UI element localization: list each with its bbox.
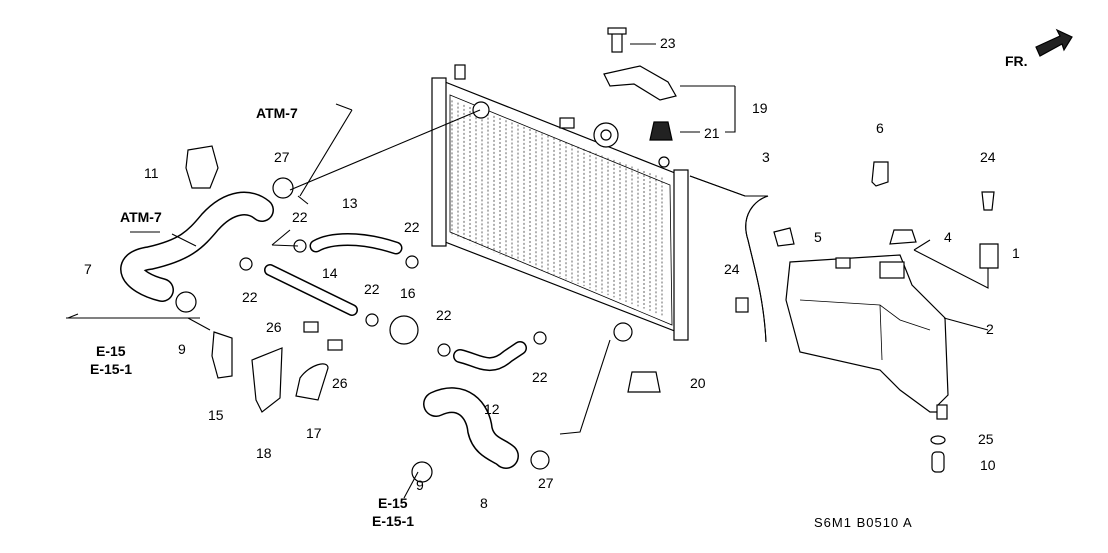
callout-23: 23 bbox=[660, 35, 676, 51]
ref-atm7-left: ATM-7 bbox=[120, 209, 162, 225]
callout-7: 7 bbox=[84, 261, 92, 277]
callout-18: 18 bbox=[256, 445, 272, 461]
ref-e15-bottom: E-15 bbox=[378, 495, 408, 511]
radiator bbox=[431, 64, 689, 342]
callout-14: 14 bbox=[322, 265, 338, 281]
callout-24-top: 24 bbox=[980, 149, 996, 165]
callout-13: 13 bbox=[342, 195, 358, 211]
ref-e151-left: E-15-1 bbox=[90, 361, 132, 377]
direction-label: FR. bbox=[1005, 53, 1028, 69]
bracket-assembly bbox=[603, 27, 736, 141]
callout-11: 11 bbox=[144, 165, 159, 181]
callout-6: 6 bbox=[876, 120, 884, 136]
callout-22-e: 22 bbox=[436, 307, 452, 323]
reference-labels: ATM-7 ATM-7 E-15 E-15-1 E-15 E-15-1 bbox=[90, 105, 414, 529]
diagram-code: S6M1 B0510 A bbox=[814, 515, 913, 530]
ref-e15-left: E-15 bbox=[96, 343, 126, 359]
callout-15: 15 bbox=[208, 407, 224, 423]
front-direction-arrow: FR. bbox=[1005, 28, 1073, 69]
callout-26-b: 26 bbox=[332, 375, 348, 391]
callout-27-top: 27 bbox=[274, 149, 290, 165]
callout-1: 1 bbox=[1012, 245, 1020, 261]
callout-22-f: 22 bbox=[532, 369, 548, 385]
ref-e151-bottom: E-15-1 bbox=[372, 513, 414, 529]
callout-2: 2 bbox=[986, 321, 994, 337]
callout-8: 8 bbox=[480, 495, 488, 511]
callout-26-a: 26 bbox=[266, 319, 282, 335]
callout-24-mid: 24 bbox=[724, 261, 740, 277]
callout-4: 4 bbox=[944, 229, 952, 245]
right-fittings bbox=[627, 161, 999, 473]
callout-22-c: 22 bbox=[242, 289, 258, 305]
callout-9-left: 9 bbox=[178, 341, 186, 357]
callout-17: 17 bbox=[306, 425, 322, 441]
callouts: 23 19 21 6 24 3 5 4 1 2 24 20 25 10 27 1… bbox=[84, 35, 1020, 511]
left-parts bbox=[175, 145, 550, 483]
callout-22-d: 22 bbox=[364, 281, 380, 297]
callout-10: 10 bbox=[980, 457, 996, 473]
callout-21: 21 bbox=[704, 125, 720, 141]
callout-12: 12 bbox=[484, 401, 500, 417]
callout-22-b: 22 bbox=[404, 219, 420, 235]
callout-19: 19 bbox=[752, 100, 768, 116]
callout-25: 25 bbox=[978, 431, 994, 447]
callout-16: 16 bbox=[400, 285, 416, 301]
reserve-tank bbox=[785, 254, 949, 420]
ref-atm7-top: ATM-7 bbox=[256, 105, 298, 121]
callout-22-a: 22 bbox=[292, 209, 308, 225]
callout-9-bottom: 9 bbox=[416, 477, 424, 493]
callout-3: 3 bbox=[762, 149, 770, 165]
leader-lines bbox=[66, 103, 989, 499]
callout-27-bottom: 27 bbox=[538, 475, 554, 491]
callout-5: 5 bbox=[814, 229, 822, 245]
callout-20: 20 bbox=[690, 375, 706, 391]
